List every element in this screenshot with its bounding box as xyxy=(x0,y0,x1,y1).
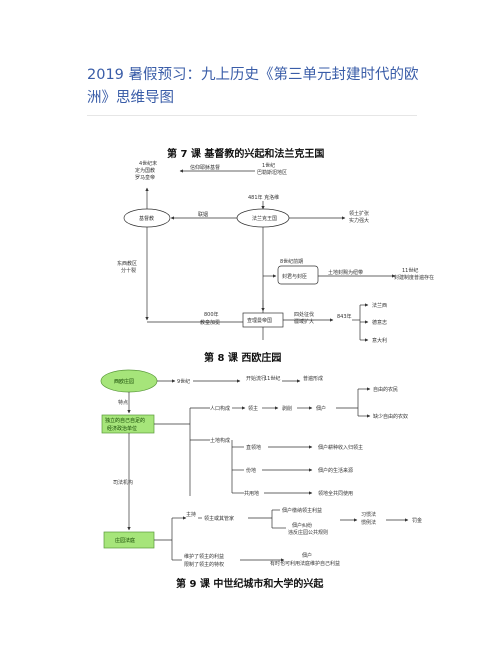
l8-common-land: 共用地 xyxy=(244,490,259,497)
l8-pop: 人口构成 xyxy=(210,405,230,412)
l8-unit1: 独立的自己自足的 xyxy=(105,417,145,424)
page-title: 2019 暑假预习：九上历史《第三单元封建时代的欧洲》思维导图 xyxy=(87,67,419,106)
l8-tenant-d: 佃户的生活来源 xyxy=(318,467,353,474)
l8-unfree: 缺少自由的农奴 xyxy=(373,413,408,420)
l7-expand2: 实力强大 xyxy=(349,217,369,224)
l8-court: 庄园法庭 xyxy=(115,537,135,544)
l8-lord: 领主 xyxy=(248,405,258,412)
lesson8-title: 第 8 课 西欧庄园 xyxy=(204,353,282,364)
l7-conquer2: 疆域扩大 xyxy=(294,318,314,325)
l8-unit2: 经济政治单位 xyxy=(107,425,137,432)
l7-feudal-top: 8世纪前期 xyxy=(280,258,303,265)
lesson7-diagram xyxy=(123,169,396,342)
l8-c11: 11世纪 xyxy=(264,375,280,382)
l8-rise: 开始流行 xyxy=(246,375,266,382)
l7-c11-2: 封建制度普遍存在 xyxy=(394,274,434,281)
lesson7-labels: 4世纪末 定为国教 罗马皇帝 信仰耶稣基督 1世纪 巴勒斯坦地区 基督教 法兰克… xyxy=(117,160,434,344)
l7-y481: 481年 克洛维 xyxy=(248,194,279,201)
l8-tenant: 份地 xyxy=(246,467,256,474)
l7-y843: 843年 xyxy=(337,313,352,320)
l7-origin3: 罗马皇帝 xyxy=(135,174,155,181)
l7-feudal: 封君与封臣 xyxy=(282,273,307,280)
l8-serf: 佃户 xyxy=(316,405,326,412)
l7-split2: 分十裂 xyxy=(121,267,136,274)
l7-germany: 德意志 xyxy=(372,319,387,326)
l8-judiciary: 司法机构 xyxy=(113,479,133,486)
l8-landcomp: 土地构成 xyxy=(210,437,230,444)
title-divider xyxy=(87,115,417,116)
l8-protect3: 有时也可利用法庭维护自己利益 xyxy=(270,560,340,567)
l7-c1-1: 1世纪 xyxy=(262,162,275,169)
l7-split1: 东西教区 xyxy=(117,260,137,267)
l7-france: 法兰西 xyxy=(372,302,387,309)
l7-origin1: 4世纪末 xyxy=(139,160,157,167)
l7-believe: 信仰耶稣基督 xyxy=(190,164,220,171)
l7-conquer1: 四处征伐 xyxy=(294,311,314,318)
l8-fine: 罚金 xyxy=(412,517,422,524)
l7-charlemagne: 查理曼帝国 xyxy=(247,317,272,324)
l8-judge3: 违反庄园公共规则 xyxy=(288,529,328,536)
l8-host: 主持 xyxy=(186,511,196,518)
l8-protect2: 限制了领主的特权 xyxy=(184,561,224,568)
l8-exploit: 剥削 xyxy=(282,405,292,412)
l8-c9: 9世纪 xyxy=(177,378,190,385)
l7-origin2: 定为国教 xyxy=(135,167,155,174)
l8-feature: 特点 xyxy=(118,399,128,406)
l8-common-d: 领地全共同使用 xyxy=(318,490,353,497)
l7-land: 土地封赐为纽带 xyxy=(328,269,363,276)
l8-free: 自由的农民 xyxy=(373,386,398,393)
l8-custom2: 惯例法 xyxy=(361,519,376,526)
l8-judge2: 佃户纠纷 xyxy=(292,522,312,529)
l7-c11-1: 11世纪 xyxy=(402,267,418,274)
l8-serf2: 佃户 xyxy=(302,552,312,559)
l8-protect1: 维护了领主的利益 xyxy=(184,553,224,560)
lesson7-title: 第 7 课 基督教的兴起和法兰克王国 xyxy=(167,149,325,160)
l8-steward: 领主或其管家 xyxy=(204,515,234,522)
l8-demesne-d: 佃户耕种收入归领主 xyxy=(318,444,363,451)
l7-crown: 教皇加冕 xyxy=(200,319,220,326)
l8-custom1: 习惯法 xyxy=(361,511,376,518)
lesson8-diagram xyxy=(100,369,409,562)
l7-support: 联姻 xyxy=(198,211,208,218)
l7-christianity: 基督教 xyxy=(139,215,154,222)
l8-common: 普遍形成 xyxy=(303,375,323,382)
l7-y800: 800年 xyxy=(204,311,219,318)
lesson9-title: 第 9 课 中世纪城市和大学的兴起 xyxy=(176,579,324,590)
l8-judge1: 佃户缴纳领主利益 xyxy=(282,507,322,514)
l7-c1-2: 巴勒斯坦地区 xyxy=(257,169,287,176)
l8-demesne: 直领地 xyxy=(246,444,261,451)
l7-italy: 意大利 xyxy=(372,337,387,344)
l8-manor: 西欧庄园 xyxy=(114,378,134,385)
l7-expand1: 领土扩张 xyxy=(349,210,369,217)
lesson8-labels: 西欧庄园 9世纪 开始流行 11世纪 普遍形成 特点 独立的自己自足的 经济政治… xyxy=(105,375,422,568)
l7-frank: 法兰克王国 xyxy=(252,215,277,222)
